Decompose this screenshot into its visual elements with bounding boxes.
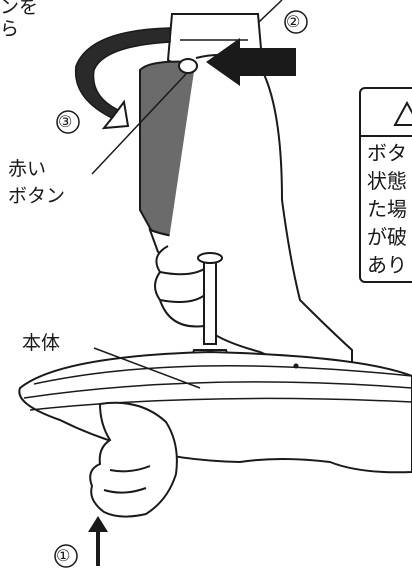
leader-line-red-button bbox=[91, 73, 187, 175]
instruction-text-line-1: ンを bbox=[0, 0, 39, 18]
hand-bottom bbox=[89, 401, 178, 518]
step-3-circle-icon bbox=[56, 110, 80, 134]
warning-line-4: が破 bbox=[367, 225, 407, 249]
red-button-label-line-1: 赤い bbox=[8, 158, 47, 180]
warning-line-1: ボタ bbox=[367, 141, 407, 165]
up-arrow-icon bbox=[88, 516, 108, 566]
step-3-label: ③ bbox=[58, 112, 73, 131]
red-button-label-line-2: ボタン bbox=[8, 185, 66, 207]
warning-box: ボタ 状態 た場 が破 あり bbox=[359, 87, 412, 283]
step-2-label: ② bbox=[286, 12, 301, 31]
warning-line-5: あり bbox=[367, 253, 407, 277]
warning-triangle-icon bbox=[393, 100, 412, 126]
warning-line-3: た場 bbox=[367, 197, 407, 221]
leader-line-body bbox=[93, 347, 201, 389]
warning-text: ボタ 状態 た場 が破 あり bbox=[367, 139, 407, 279]
warning-header bbox=[361, 89, 412, 137]
connector-rod bbox=[203, 261, 217, 345]
main-body-label: 本体 bbox=[22, 332, 61, 354]
instruction-text-line-2: ら bbox=[0, 18, 20, 40]
step-1-label: ① bbox=[56, 546, 71, 565]
step-1-circle-icon bbox=[54, 544, 78, 568]
step-2-circle-icon bbox=[284, 10, 308, 34]
red-button-icon bbox=[178, 58, 198, 74]
push-arrow-icon bbox=[206, 38, 296, 86]
warning-line-2: 状態 bbox=[367, 169, 407, 193]
